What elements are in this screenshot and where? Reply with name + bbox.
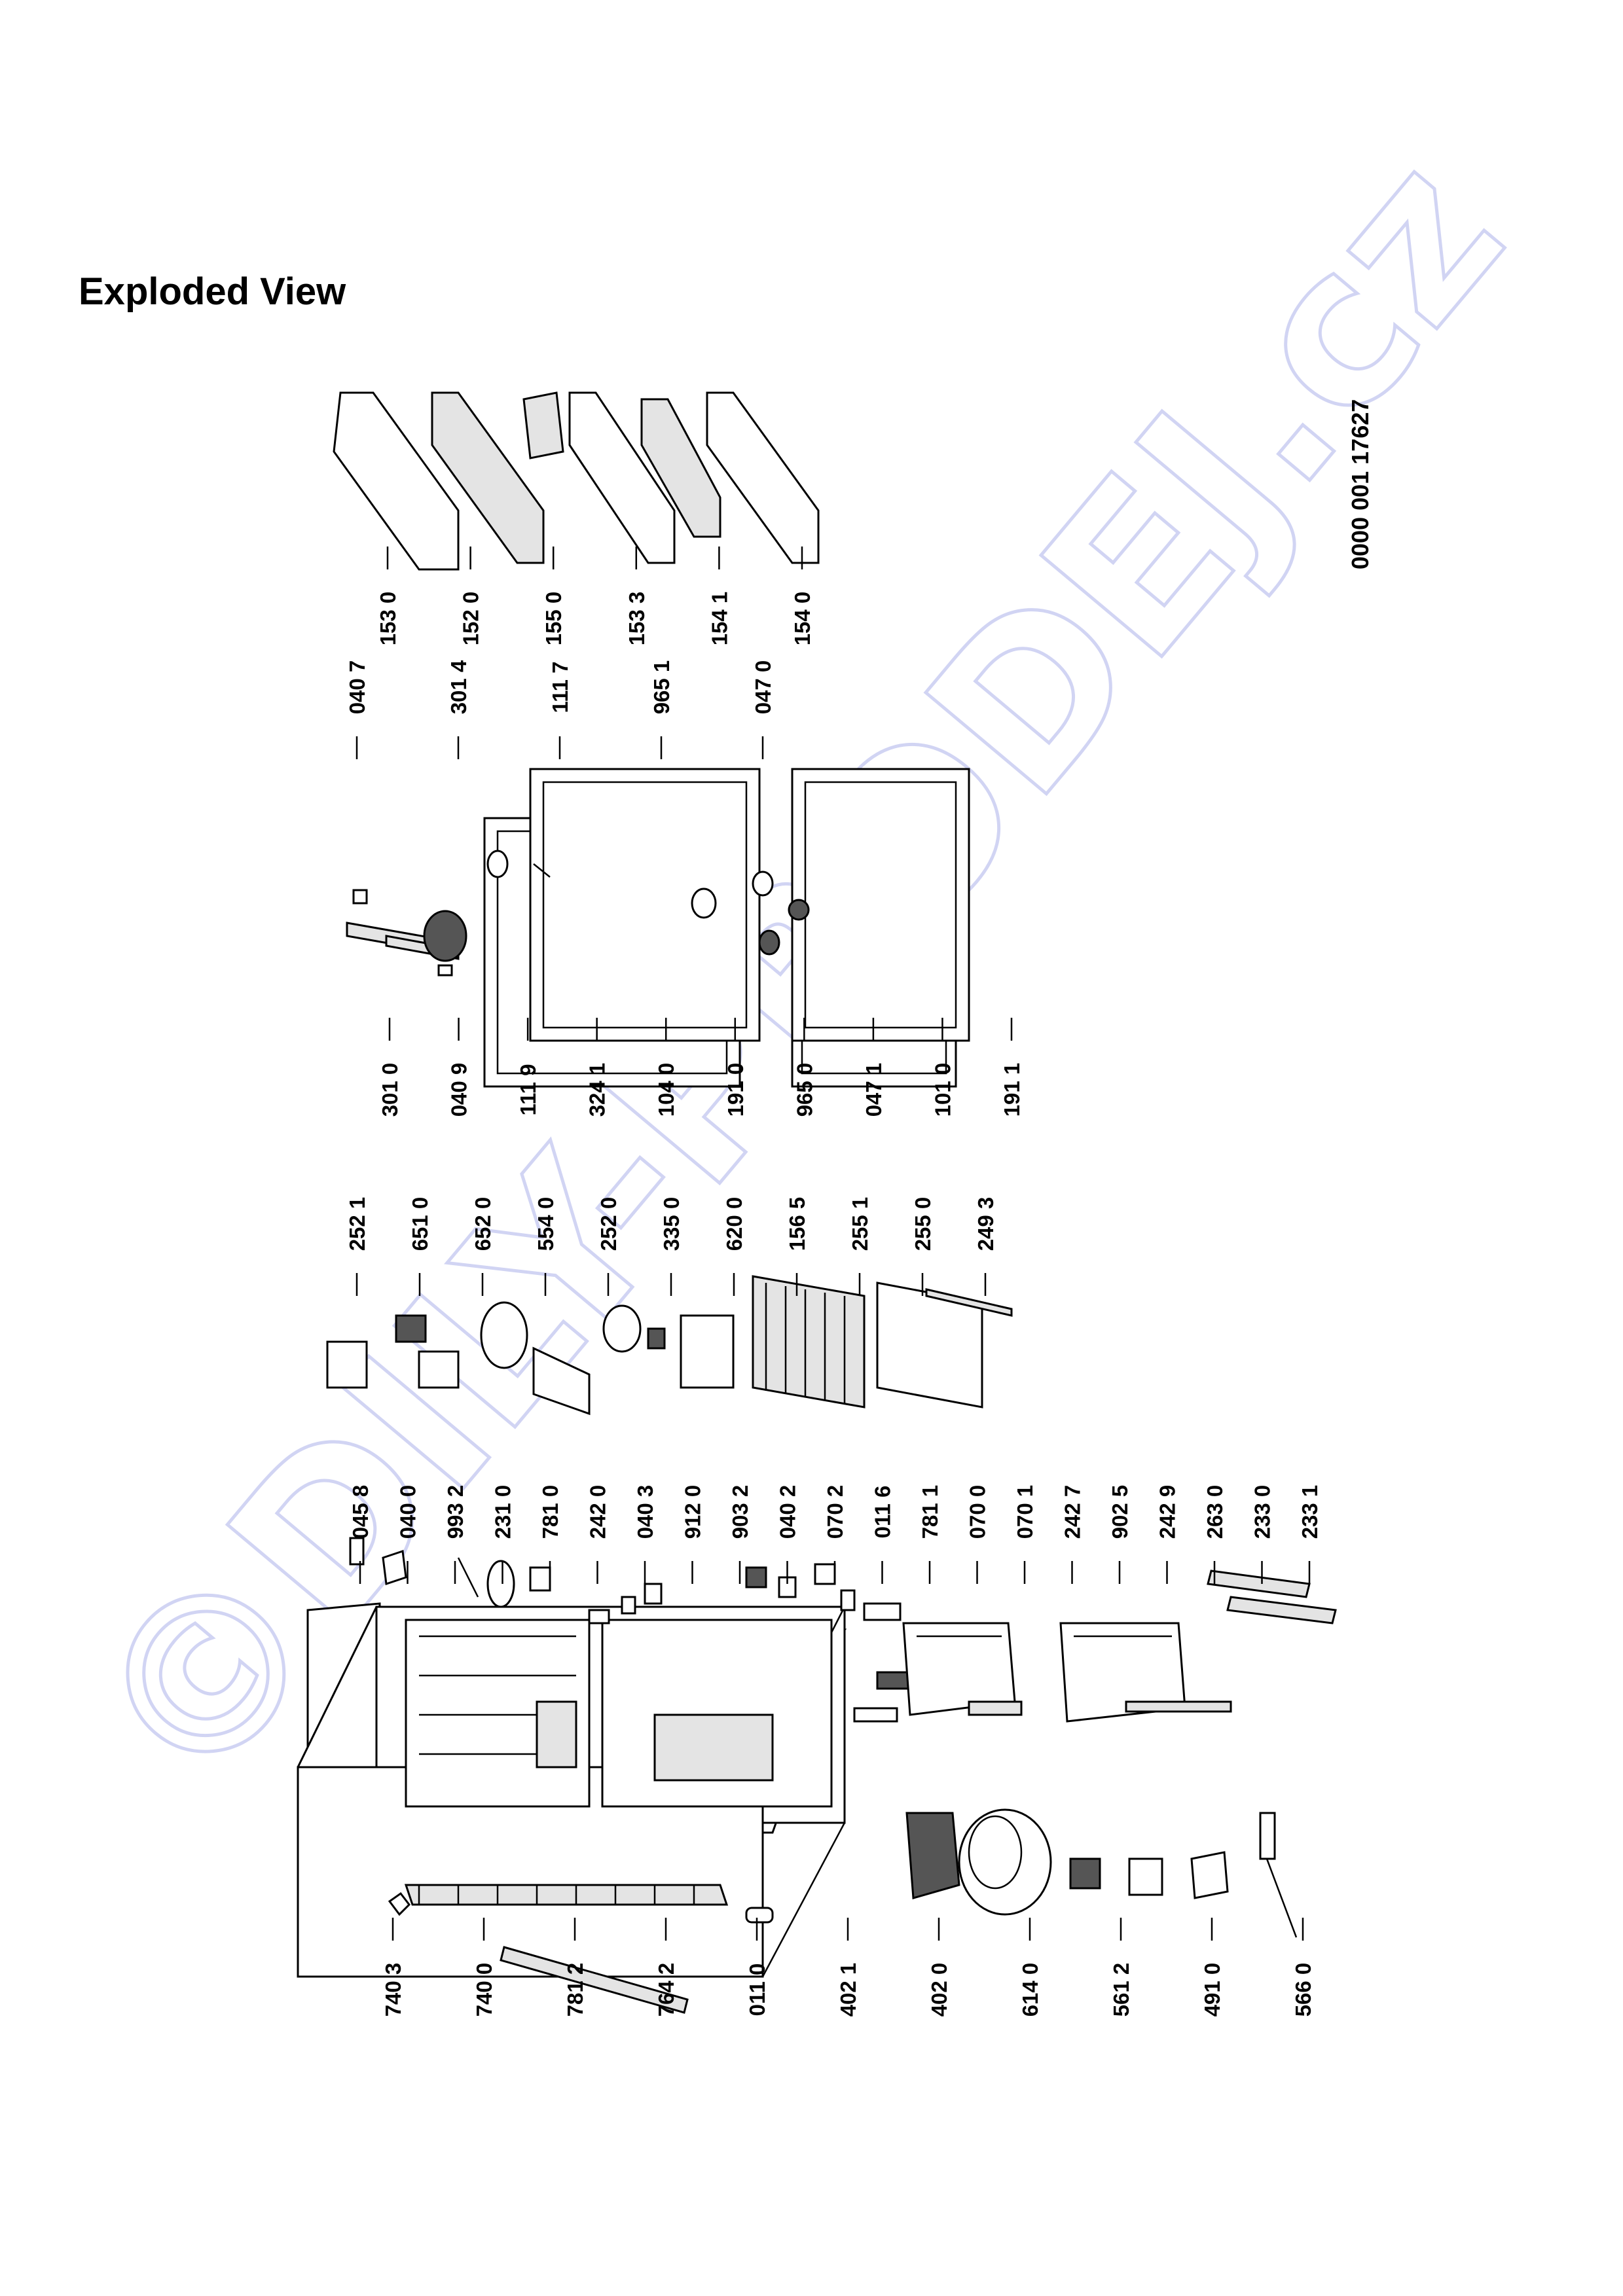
part-label: 965 1 <box>649 660 674 715</box>
roller-764-2 <box>745 1907 774 1924</box>
part-label: 614 0 <box>1018 1963 1042 2017</box>
part-label: 993 2 <box>443 1485 467 1539</box>
part-label: 491 0 <box>1200 1963 1224 2017</box>
part-label: 912 0 <box>681 1485 705 1539</box>
part-label: 242 0 <box>586 1485 610 1539</box>
part-label: 011 6 <box>871 1486 895 1539</box>
part-label: 566 0 <box>1291 1963 1315 2017</box>
part-label: 111 7 <box>548 662 572 713</box>
part-label: 040 3 <box>633 1485 657 1539</box>
part-label: 040 2 <box>776 1485 800 1539</box>
shelf-255-1 <box>752 1275 866 1408</box>
part-label: 301 0 <box>378 1063 402 1117</box>
door-shelf-153-3 <box>568 391 676 564</box>
part-label: 070 0 <box>966 1485 990 1539</box>
relay-561-2 <box>1128 1857 1163 1896</box>
fridge-interior <box>405 1619 833 1808</box>
part-label: 191 0 <box>723 1063 748 1117</box>
drawing-number: 0000 001 17627 <box>1347 399 1374 569</box>
part-label: 152 0 <box>459 592 483 646</box>
rail-781-2 <box>500 1946 689 2014</box>
part-label: 154 1 <box>707 592 731 646</box>
part-label: 101 0 <box>930 1063 955 1117</box>
door-shelf-154-1 <box>640 398 721 538</box>
thermostat-111-7 <box>423 910 467 962</box>
part-label: 781 2 <box>563 1963 587 2017</box>
part-label: 040 0 <box>396 1485 420 1539</box>
part-label: 047 1 <box>862 1063 886 1117</box>
part-label: 965 0 <box>792 1063 816 1117</box>
part-label: 402 0 <box>927 1963 951 2017</box>
part-label: 301 4 <box>447 660 471 714</box>
part-label: 902 5 <box>1108 1485 1132 1539</box>
part-label: 242 9 <box>1156 1485 1180 1539</box>
door-shelf-153-0 <box>333 391 460 571</box>
part-label: 764 2 <box>654 1963 678 2017</box>
small-door-parts <box>352 850 810 977</box>
col3-parts <box>326 1301 735 1416</box>
part-labels: 740 3 740 0 781 2 764 2 011 0 402 1 402 0 614 0… <box>345 547 1322 2017</box>
part-label: 111 9 <box>516 1064 540 1116</box>
part-label: 191 1 <box>1000 1063 1024 1117</box>
part-label: 231 0 <box>491 1485 515 1539</box>
compressor-402-0 <box>958 1808 1052 1916</box>
part-label: 153 3 <box>625 592 649 646</box>
part-label: 242 7 <box>1061 1485 1085 1539</box>
part-label: 011 0 <box>745 1964 769 2017</box>
part-label: 070 1 <box>1013 1485 1037 1539</box>
part-label: 040 9 <box>447 1063 471 1117</box>
part-label: 255 1 <box>848 1197 872 1251</box>
crisper-242-9 <box>1059 1622 1186 1723</box>
part-label: 040 7 <box>345 660 369 715</box>
part-label: 324 1 <box>585 1063 610 1117</box>
knob-740-3 <box>388 1892 410 1916</box>
part-label: 252 0 <box>596 1197 621 1251</box>
part-label: 652 0 <box>471 1197 495 1251</box>
part-label: 903 2 <box>728 1485 752 1539</box>
part-label: 781 1 <box>918 1485 942 1539</box>
rail-233-1 <box>1226 1596 1337 1624</box>
part-label: 233 1 <box>1298 1485 1322 1539</box>
part-label: 155 0 <box>541 592 566 646</box>
part-label: 233 0 <box>1250 1485 1275 1539</box>
relay-614-0 <box>1069 1857 1101 1890</box>
egg-tray-155-0 <box>522 391 564 459</box>
part-label: 781 0 <box>538 1485 562 1539</box>
part-label: 255 0 <box>911 1197 935 1251</box>
page-title: Exploded View <box>79 270 346 313</box>
sensor-566-0 <box>1259 1812 1298 1938</box>
part-label: 335 0 <box>659 1197 684 1251</box>
door-shelf-152-0 <box>431 391 545 564</box>
part-label: 154 0 <box>790 592 814 646</box>
part-label: 045 8 <box>348 1485 373 1539</box>
part-label: 070 2 <box>823 1485 847 1539</box>
part-label: 104 0 <box>654 1063 678 1117</box>
condenser <box>404 1884 729 1906</box>
compressor-402-1 <box>905 1812 960 1899</box>
part-label: 047 0 <box>751 660 775 715</box>
part-label: 561 2 <box>1109 1963 1133 2017</box>
crisper-cover-902-5 <box>968 1700 1023 1716</box>
part-label: 740 0 <box>472 1963 496 2017</box>
cover-491-0 <box>1190 1851 1229 1899</box>
rail-233-0 <box>1207 1570 1311 1598</box>
part-label: 156 5 <box>785 1197 809 1251</box>
part-label: 249 3 <box>974 1197 998 1251</box>
part-label: 402 1 <box>836 1963 860 2017</box>
trim-249-3 <box>925 1288 1013 1317</box>
part-label: 153 0 <box>376 592 400 646</box>
door-shelf-154-0 <box>706 391 820 564</box>
gasket-191-0 <box>529 768 761 1042</box>
part-label: 263 0 <box>1203 1485 1227 1539</box>
part-label: 554 0 <box>534 1197 558 1251</box>
part-label: 620 0 <box>722 1197 746 1251</box>
part-label: 252 1 <box>345 1197 369 1251</box>
part-label: 651 0 <box>408 1197 432 1251</box>
gasket-191-1 <box>791 768 970 1042</box>
part-label: 740 3 <box>381 1963 405 2017</box>
rail-263-0 <box>1125 1700 1232 1713</box>
